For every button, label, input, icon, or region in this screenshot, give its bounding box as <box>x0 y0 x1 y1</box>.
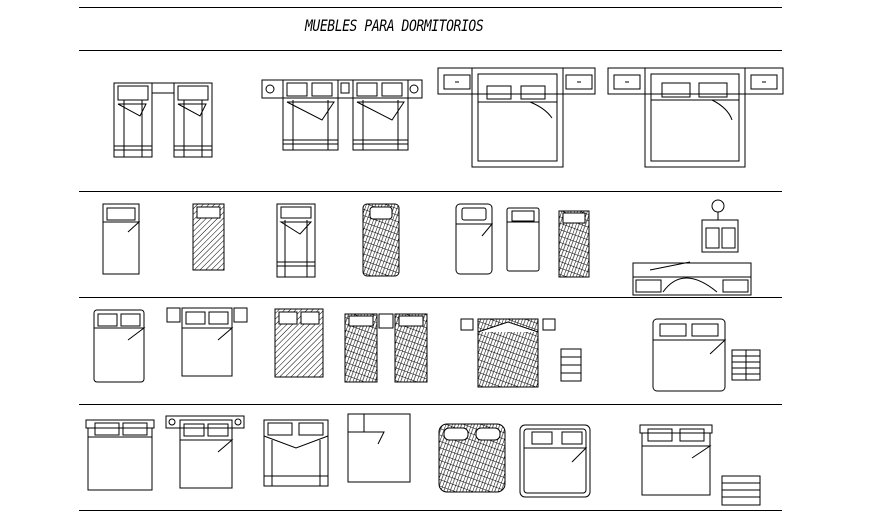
single-bed-crosshatch <box>362 203 400 277</box>
twin-beds-pair <box>113 82 213 158</box>
twin-beds-nightstands <box>261 79 423 151</box>
section-rules <box>79 7 782 511</box>
double-bed-rounded <box>519 424 591 498</box>
double-bed-round-crosshatch <box>438 423 506 493</box>
dresser-tall <box>721 475 761 506</box>
double-bed-lamps <box>165 415 245 489</box>
single-bed-rounded <box>455 203 494 275</box>
single-bed-hatched <box>192 203 225 271</box>
double-bed-crosshatch <box>460 318 556 388</box>
desk-with-lamp <box>632 199 752 296</box>
drawing-title: MUEBLES PARA DORMITORIOS <box>305 17 484 36</box>
twin-beds-crosshatch <box>344 313 428 383</box>
double-bed-nightstands-2 <box>166 307 248 377</box>
single-bed-a <box>102 203 141 275</box>
queen-bed <box>652 318 727 392</box>
dresser-small <box>560 348 582 382</box>
double-bed-hatched <box>274 308 324 378</box>
single-bed-footboard <box>276 203 316 278</box>
dresser-wide <box>731 349 761 381</box>
double-bed-a <box>93 309 146 383</box>
king-bed-nightstands <box>607 67 784 168</box>
double-bed-headboard <box>85 419 155 491</box>
double-bed-plain <box>347 413 411 483</box>
double-bed-nightstands <box>437 67 596 168</box>
queen-bed-headboard <box>639 424 713 496</box>
single-bed-crosshatch-small <box>558 210 590 278</box>
single-bed-small <box>506 207 540 272</box>
double-bed-posts <box>263 419 329 487</box>
